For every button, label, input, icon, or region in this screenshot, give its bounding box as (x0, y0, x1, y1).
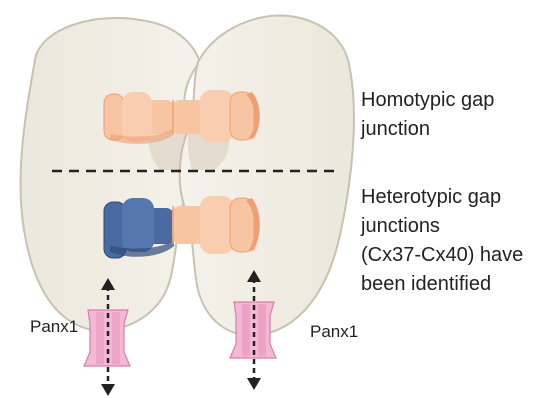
panx1-channel-left (84, 310, 130, 366)
homotypic-label-line2: junction (361, 115, 430, 144)
heterotypic-label-line1: Heterotypic gap (361, 183, 501, 212)
panx1-label-right: Panx1 (310, 322, 358, 342)
panx1-channel-right (230, 302, 276, 358)
right-cell (180, 15, 354, 335)
panx1-label-left: Panx1 (30, 317, 78, 337)
homotypic-label-line1: Homotypic gap (361, 86, 494, 115)
heterotypic-label-line4: been identified (361, 270, 491, 299)
heterotypic-label-line3: (Cx37-Cx40) have (361, 241, 523, 270)
heterotypic-label-line2: junctions (361, 212, 440, 241)
